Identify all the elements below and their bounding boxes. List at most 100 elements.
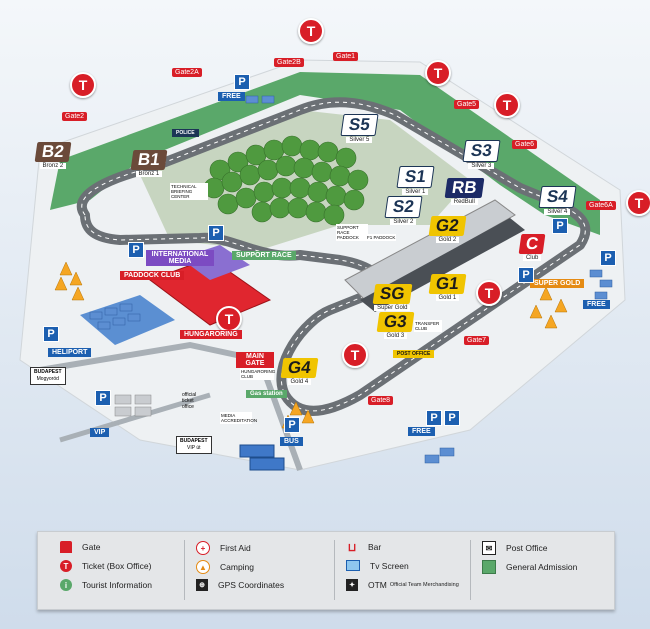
gate-6[interactable]: Gate6: [512, 140, 538, 149]
legend-tv: Tv Screen: [346, 560, 409, 571]
international-media-label: INTERNATIONAL MEDIA: [146, 250, 214, 266]
legend-tourist: i Tourist Information: [60, 579, 152, 591]
direction-budapest-vip[interactable]: BUDAPEST VIP út: [176, 436, 212, 454]
stand-s1[interactable]: S1 Silver 1: [396, 166, 435, 195]
ticket-office-icon[interactable]: T: [70, 72, 96, 98]
stand-name: Gold 3: [383, 333, 408, 339]
stand-g4[interactable]: G4 Gold 4: [280, 358, 319, 385]
stand-name: Gold 1: [435, 295, 460, 301]
stand-name: Club: [522, 255, 542, 261]
otm-icon: ✦: [346, 579, 358, 591]
parking-icon[interactable]: P: [234, 74, 250, 90]
ticket-office-icon[interactable]: T: [494, 92, 520, 118]
technical-briefing-label: TECHNICAL BRIEFING CENTER: [170, 183, 208, 200]
stand-s5[interactable]: S5 Silver 5: [340, 114, 379, 143]
parked-cars: [89, 95, 613, 464]
parking-icon[interactable]: P: [43, 326, 59, 342]
legend-label: Camping: [220, 562, 255, 572]
support-race-paddock-label: SUPPORT RACE PADDOCK: [336, 224, 368, 241]
gate-2b[interactable]: Gate2B: [274, 58, 304, 67]
ticket-office-icon[interactable]: T: [342, 342, 368, 368]
gate-2a[interactable]: Gate2A: [172, 68, 202, 77]
legend-gate: Gate: [60, 541, 100, 553]
hungaroring-club-label: HUNGARORING CLUB: [240, 368, 276, 380]
legend-label: Bar: [368, 542, 382, 552]
legend-post-office: ✉ Post Office: [482, 541, 547, 555]
stand-b2[interactable]: B2 Bronz 2: [34, 142, 72, 169]
tv-screen-icon: [346, 560, 360, 571]
gate-icon: [60, 541, 72, 553]
gate-6a[interactable]: Gate6A: [586, 201, 616, 210]
ticket-office-icon[interactable]: T: [626, 190, 650, 216]
gate-2[interactable]: Gate2: [62, 112, 88, 121]
legend-divider: [184, 540, 185, 600]
free-parking-label: FREE: [583, 300, 610, 309]
parking-icon[interactable]: P: [600, 250, 616, 266]
legend-sublabel: Official Team Merchandising: [389, 582, 459, 588]
stand-name: Bronz 2: [39, 163, 67, 169]
gate-1[interactable]: Gate1: [333, 52, 359, 61]
ticket-icon: T: [60, 560, 72, 572]
post-office-label: POST OFFICE: [393, 350, 435, 358]
stand-code: RB: [444, 178, 484, 198]
legend-label: First Aid: [220, 543, 251, 553]
heliport-pad: [80, 295, 175, 345]
parking-icon[interactable]: P: [128, 242, 144, 258]
legend-ticket: T Ticket (Box Office): [60, 560, 151, 572]
ticket-office-icon[interactable]: T: [476, 280, 502, 306]
legend-label: Ticket (Box Office): [82, 561, 152, 571]
general-admission-swatch: [482, 560, 496, 574]
legend-gps: ⊕ GPS Coordinates: [196, 579, 284, 591]
parking-icon[interactable]: P: [552, 218, 568, 234]
gps-icon: ⊕: [196, 579, 208, 591]
legend-camping: ▲ Camping: [196, 560, 254, 574]
parking-icon[interactable]: P: [284, 417, 300, 433]
stand-g2[interactable]: G2 Gold 2: [428, 216, 467, 243]
direction-budapest-mogyorod[interactable]: BUDAPEST Mogyoród: [30, 367, 66, 385]
stand-s2[interactable]: S2 Silver 2: [384, 196, 423, 225]
legend-label: OTM: [368, 580, 387, 590]
stand-code: C: [518, 234, 546, 254]
stand-name: Silver 2: [390, 219, 417, 225]
legend-label: Post Office: [506, 543, 548, 553]
support-race-label: SUPPORT RACE: [232, 251, 296, 260]
stand-name: Gold 4: [287, 379, 312, 385]
legend-label: GPS Coordinates: [218, 580, 285, 590]
stand-s4[interactable]: S4 Silver 4: [538, 186, 577, 215]
stand-name: Silver 3: [468, 163, 495, 169]
media-accreditation-label: MEDIA ACCREDITATION: [220, 412, 258, 424]
stand-s3[interactable]: S3 Silver 3: [462, 140, 501, 169]
legend-general-admission: General Admission: [482, 560, 577, 574]
parking-icon[interactable]: P: [444, 410, 460, 426]
stand-b1[interactable]: B1 Bronz 1: [130, 150, 168, 177]
parking-icon[interactable]: P: [518, 267, 534, 283]
stand-c[interactable]: C Club: [518, 234, 546, 261]
parking-icon[interactable]: P: [208, 225, 224, 241]
stand-code: S3: [462, 140, 501, 162]
direction-via: VIP út: [186, 445, 201, 451]
camping-icon: ▲: [196, 560, 210, 574]
parking-icon[interactable]: P: [95, 390, 111, 406]
stand-g1[interactable]: G1 Gold 1: [428, 274, 467, 301]
stand-code: SG: [372, 284, 412, 304]
gate-7[interactable]: Gate7: [464, 336, 490, 345]
ticket-office-icon[interactable]: T: [425, 60, 451, 86]
legend-divider: [334, 540, 335, 600]
stand-code: S4: [538, 186, 577, 208]
camping-tents: [54, 261, 568, 429]
stand-g3[interactable]: G3 Gold 3: [376, 312, 415, 339]
gate-5[interactable]: Gate5: [454, 100, 480, 109]
stand-rb[interactable]: RB RedBull: [444, 178, 484, 205]
stand-sg[interactable]: SG Super Gold: [372, 284, 412, 311]
main-gate-label: MAIN GATE: [236, 352, 274, 368]
parking-icon[interactable]: P: [426, 410, 442, 426]
ticket-office-icon[interactable]: T: [298, 18, 324, 44]
ticket-office-icon[interactable]: T: [216, 306, 242, 332]
buses: [239, 444, 285, 471]
gate-8[interactable]: Gate8: [368, 396, 394, 405]
legend-divider: [470, 540, 471, 600]
hungaroring-label: HUNGARORING: [180, 330, 242, 339]
info-icon: i: [60, 579, 72, 591]
bus-parking-label: BUS: [280, 437, 303, 446]
stand-code: S2: [384, 196, 423, 218]
